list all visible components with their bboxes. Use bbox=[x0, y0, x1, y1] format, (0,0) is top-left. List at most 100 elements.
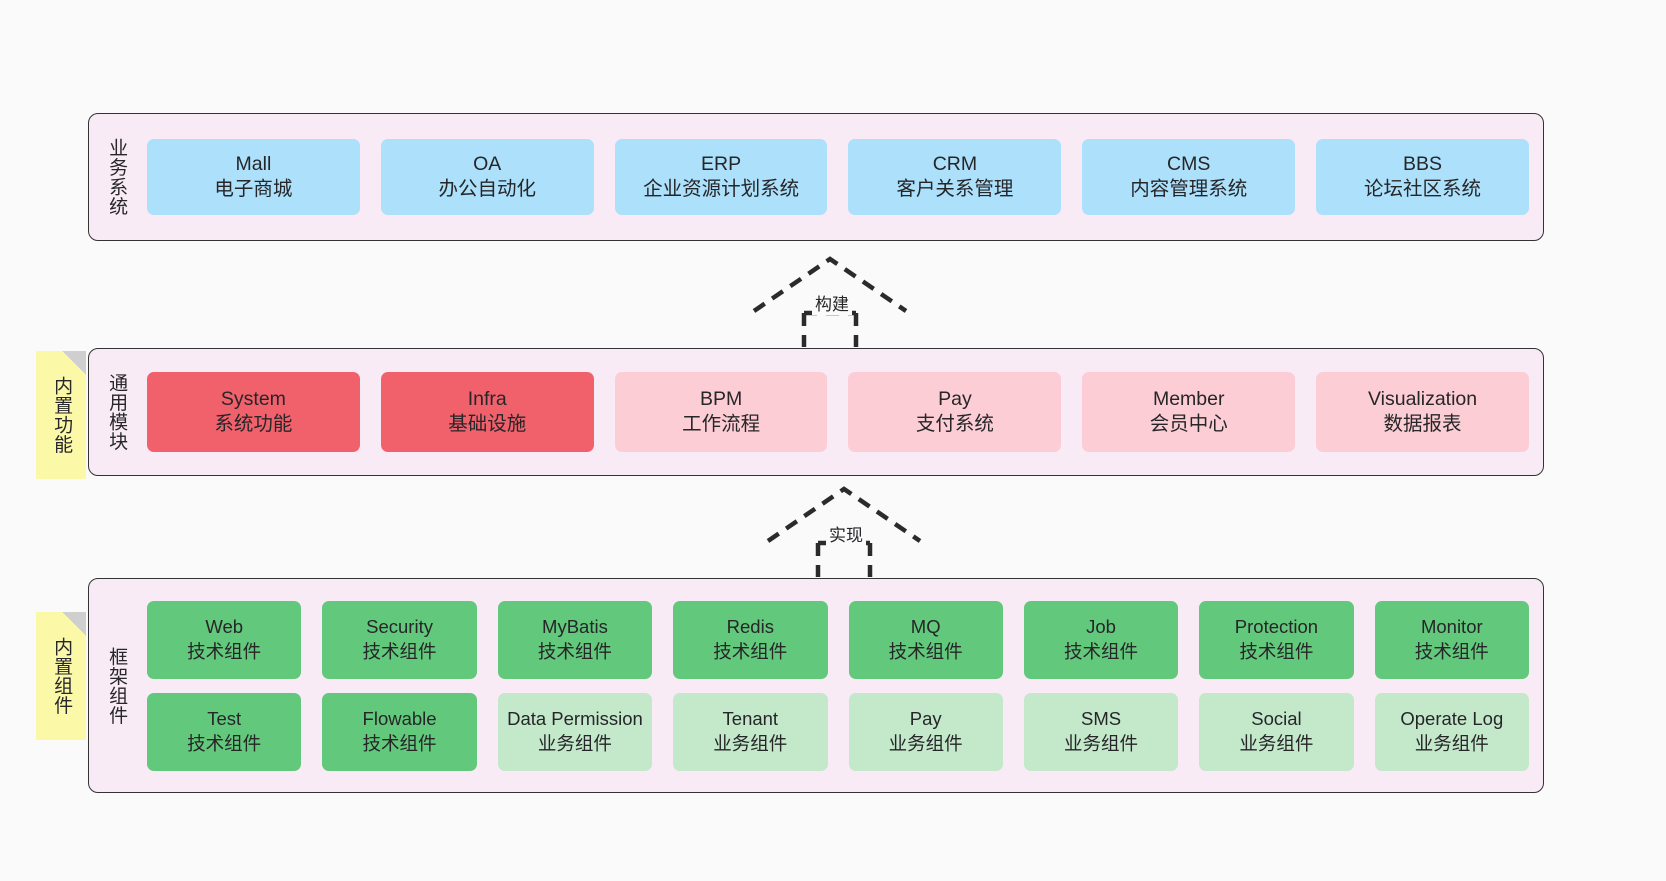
card-pay-business[interactable]: Pay 业务组件 bbox=[848, 692, 1003, 771]
card-title: Visualization bbox=[1367, 387, 1478, 410]
card-title: Flowable bbox=[362, 708, 437, 730]
framework-business-row: Test 技术组件 Flowable 技术组件 Data Permission … bbox=[147, 692, 1529, 771]
card-subtitle: 业务组件 bbox=[1414, 732, 1489, 754]
card-subtitle: 技术组件 bbox=[713, 640, 788, 662]
modules-card-row: System 系统功能 Infra 基础设施 BPM 工作流程 Pay 支付系统… bbox=[147, 372, 1529, 452]
card-infra[interactable]: Infra 基础设施 bbox=[380, 372, 594, 452]
layer-common-modules: 通用模块 System 系统功能 Infra 基础设施 BPM 工作流程 Pay… bbox=[88, 348, 1544, 476]
card-title: Test bbox=[207, 708, 242, 730]
card-subtitle: 工作流程 bbox=[682, 413, 761, 435]
layer-business-title: 业务系统 bbox=[106, 138, 128, 216]
card-title: Pay bbox=[909, 708, 942, 730]
card-title: Security bbox=[366, 616, 433, 638]
card-title: Mall bbox=[235, 152, 272, 175]
layer-business-systems: 业务系统 Mall 电子商城 OA 办公自动化 ERP 企业资源计划系统 CRM… bbox=[88, 113, 1544, 241]
card-title: BPM bbox=[699, 387, 743, 410]
card-subtitle: 支付系统 bbox=[915, 413, 994, 435]
card-subtitle: 基础设施 bbox=[448, 413, 527, 435]
card-operate-log[interactable]: Operate Log 业务组件 bbox=[1374, 692, 1529, 771]
card-sms[interactable]: SMS 业务组件 bbox=[1023, 692, 1179, 771]
card-subtitle: 系统功能 bbox=[214, 413, 293, 435]
card-title: Protection bbox=[1234, 616, 1319, 638]
connector-realize-label: 实现 bbox=[826, 521, 866, 546]
card-mybatis[interactable]: MyBatis 技术组件 bbox=[497, 600, 653, 679]
card-subtitle: 会员中心 bbox=[1149, 413, 1228, 435]
card-title: BBS bbox=[1403, 152, 1443, 175]
card-title: OA bbox=[473, 152, 502, 175]
card-subtitle: 技术组件 bbox=[888, 640, 963, 662]
card-subtitle: 客户关系管理 bbox=[896, 178, 1014, 200]
card-title: CMS bbox=[1167, 152, 1211, 175]
note-label: 内置功能 bbox=[51, 376, 73, 454]
card-subtitle: 业务组件 bbox=[537, 732, 612, 754]
card-title: MyBatis bbox=[542, 616, 608, 638]
card-subtitle: 数据报表 bbox=[1383, 413, 1462, 435]
card-data-permission[interactable]: Data Permission 业务组件 bbox=[497, 692, 653, 771]
card-member[interactable]: Member 会员中心 bbox=[1082, 372, 1296, 452]
card-title: Data Permission bbox=[507, 708, 643, 730]
card-subtitle: 技术组件 bbox=[1239, 640, 1314, 662]
card-subtitle: 技术组件 bbox=[362, 640, 437, 662]
business-card-row: Mall 电子商城 OA 办公自动化 ERP 企业资源计划系统 CRM 客户关系… bbox=[147, 139, 1529, 215]
card-subtitle: 业务组件 bbox=[888, 732, 963, 754]
card-web[interactable]: Web 技术组件 bbox=[147, 600, 302, 679]
card-title: Web bbox=[205, 616, 244, 638]
card-job[interactable]: Job 技术组件 bbox=[1023, 600, 1179, 679]
card-subtitle: 业务组件 bbox=[713, 732, 788, 754]
card-title: Tenant bbox=[722, 708, 779, 730]
note-builtin-components: 内置组件 bbox=[36, 612, 86, 740]
card-title: ERP bbox=[701, 152, 742, 175]
card-bbs[interactable]: BBS 论坛社区系统 bbox=[1316, 139, 1529, 215]
layer-business-body: Mall 电子商城 OA 办公自动化 ERP 企业资源计划系统 CRM 客户关系… bbox=[143, 114, 1543, 240]
card-subtitle: 论坛社区系统 bbox=[1364, 178, 1482, 200]
layer-framework-components: 框架组件 Web 技术组件 Security 技术组件 MyBatis 技术组件… bbox=[88, 578, 1544, 793]
card-subtitle: 技术组件 bbox=[362, 732, 437, 754]
card-title: Infra bbox=[467, 387, 507, 410]
card-subtitle: 业务组件 bbox=[1064, 732, 1139, 754]
connector-build-label: 构建 bbox=[812, 290, 852, 315]
card-visualization[interactable]: Visualization 数据报表 bbox=[1316, 372, 1529, 452]
card-system[interactable]: System 系统功能 bbox=[147, 372, 360, 452]
card-cms[interactable]: CMS 内容管理系统 bbox=[1082, 139, 1296, 215]
layer-framework-title: 框架组件 bbox=[106, 646, 128, 725]
card-tenant[interactable]: Tenant 业务组件 bbox=[673, 692, 828, 771]
card-test[interactable]: Test 技术组件 bbox=[147, 692, 302, 771]
card-subtitle: 电子商城 bbox=[214, 178, 293, 200]
card-monitor[interactable]: Monitor 技术组件 bbox=[1374, 600, 1529, 679]
card-subtitle: 办公自动化 bbox=[438, 178, 536, 200]
framework-tech-row: Web 技术组件 Security 技术组件 MyBatis 技术组件 Redi… bbox=[147, 600, 1529, 679]
layer-framework-body: Web 技术组件 Security 技术组件 MyBatis 技术组件 Redi… bbox=[143, 579, 1543, 792]
card-title: Operate Log bbox=[1400, 708, 1504, 730]
card-erp[interactable]: ERP 企业资源计划系统 bbox=[614, 139, 828, 215]
note-builtin-functions: 内置功能 bbox=[36, 351, 86, 479]
layer-modules-title: 通用模块 bbox=[106, 373, 128, 451]
card-subtitle: 企业资源计划系统 bbox=[643, 178, 800, 200]
card-protection[interactable]: Protection 技术组件 bbox=[1199, 600, 1354, 679]
card-title: Redis bbox=[726, 616, 774, 638]
card-title: Job bbox=[1086, 616, 1116, 638]
card-flowable[interactable]: Flowable 技术组件 bbox=[322, 692, 477, 771]
card-mall[interactable]: Mall 电子商城 bbox=[147, 139, 360, 215]
card-title: MQ bbox=[910, 616, 941, 638]
card-subtitle: 技术组件 bbox=[537, 640, 612, 662]
card-title: CRM bbox=[932, 152, 978, 175]
card-subtitle: 技术组件 bbox=[187, 732, 262, 754]
card-title: Monitor bbox=[1420, 616, 1483, 638]
card-title: Member bbox=[1152, 387, 1225, 410]
card-pay[interactable]: Pay 支付系统 bbox=[848, 372, 1062, 452]
card-title: Social bbox=[1251, 708, 1302, 730]
card-redis[interactable]: Redis 技术组件 bbox=[673, 600, 828, 679]
card-subtitle: 技术组件 bbox=[187, 640, 262, 662]
card-crm[interactable]: CRM 客户关系管理 bbox=[848, 139, 1062, 215]
note-label: 内置组件 bbox=[51, 637, 73, 715]
card-title: SMS bbox=[1081, 708, 1122, 730]
card-social[interactable]: Social 业务组件 bbox=[1199, 692, 1354, 771]
card-bpm[interactable]: BPM 工作流程 bbox=[614, 372, 828, 452]
card-subtitle: 技术组件 bbox=[1064, 640, 1139, 662]
card-title: Pay bbox=[938, 387, 972, 410]
card-oa[interactable]: OA 办公自动化 bbox=[380, 139, 594, 215]
card-subtitle: 技术组件 bbox=[1414, 640, 1489, 662]
card-mq[interactable]: MQ 技术组件 bbox=[848, 600, 1003, 679]
card-security[interactable]: Security 技术组件 bbox=[322, 600, 477, 679]
